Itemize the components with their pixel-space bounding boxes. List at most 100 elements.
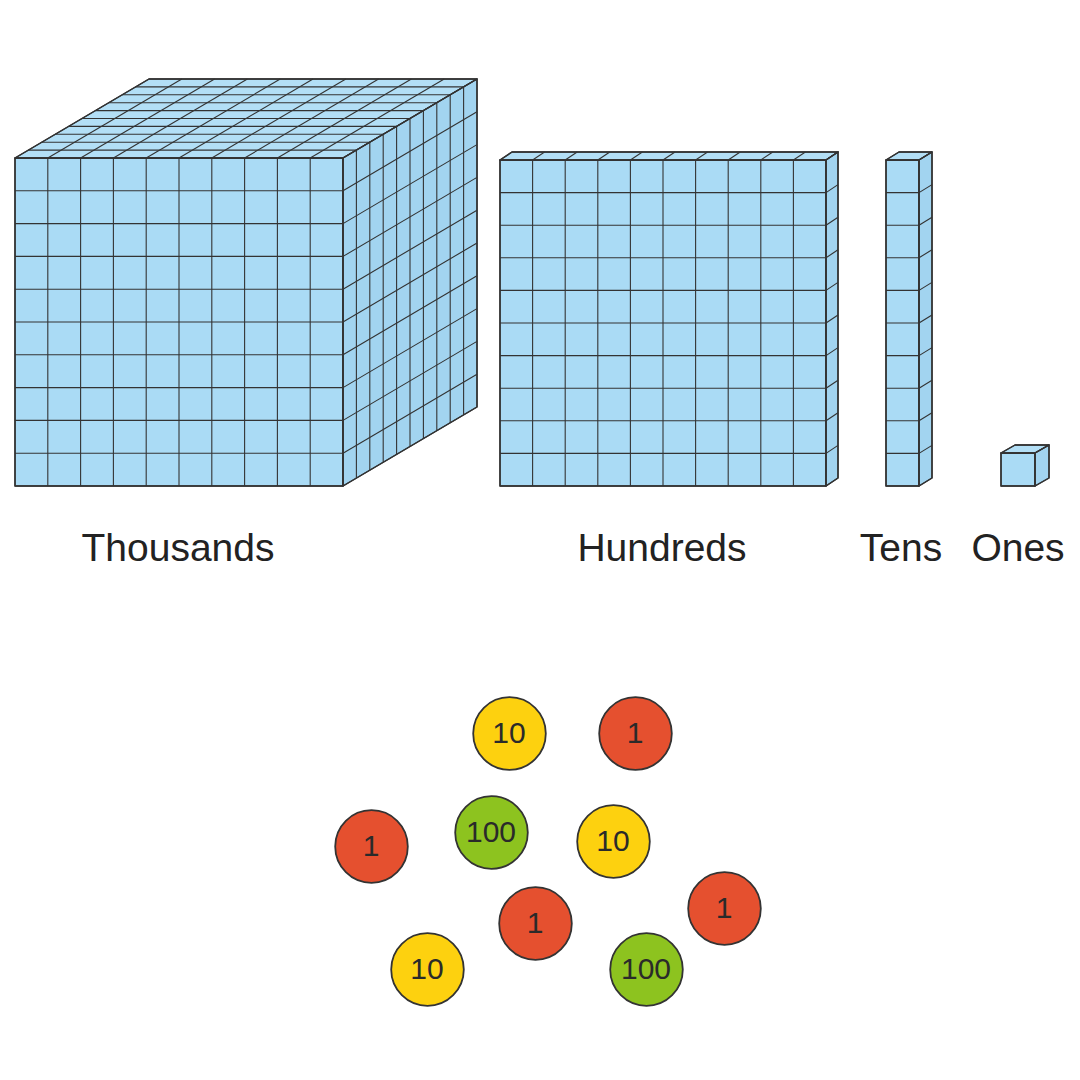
grid-line: [919, 250, 932, 258]
place-value-label: Thousands: [82, 528, 275, 567]
disc-shape: [455, 796, 528, 869]
block-outline: [500, 152, 838, 160]
grid-line: [533, 152, 545, 160]
grid-line: [826, 413, 838, 421]
grid-line: [886, 388, 919, 389]
block-outline: [343, 79, 477, 486]
disc-shape: [688, 872, 761, 945]
grid-line: [500, 257, 826, 258]
grid-line: [919, 217, 932, 225]
block-outline: [886, 160, 919, 486]
one-cube: [1001, 445, 1049, 486]
grid-line: [919, 282, 932, 290]
grid-line: [886, 192, 919, 193]
grid-line: [919, 445, 932, 453]
grid-line: [500, 355, 826, 356]
place-value-disc: 1: [598, 696, 673, 771]
grid-line: [15, 190, 343, 191]
grid-line: [15, 420, 343, 421]
grid-line: [500, 420, 826, 421]
grid-line: [343, 210, 477, 289]
grid-line: [15, 256, 343, 257]
disc-shape: [473, 697, 546, 770]
grid-line: [919, 413, 932, 421]
place-value-disc: 100: [454, 795, 529, 870]
place-value-disc: 1: [498, 886, 573, 961]
grid-line: [663, 152, 675, 160]
grid-line: [500, 388, 826, 389]
place-value-disc: 10: [390, 932, 465, 1007]
grid-line: [15, 289, 343, 290]
grid-line: [500, 192, 826, 193]
grid-line: [826, 348, 838, 356]
grid-line: [886, 355, 919, 356]
hundred-flat: [500, 152, 838, 486]
place-value-disc: 10: [576, 804, 651, 879]
grid-line: [343, 309, 477, 388]
grid-line: [136, 86, 464, 87]
grid-line: [500, 453, 826, 454]
disc-shape: [335, 810, 408, 883]
block-outline: [500, 160, 826, 486]
grid-line: [886, 290, 919, 291]
disc-value: 100: [621, 954, 671, 984]
thousand-cube: [15, 79, 477, 486]
grid-line: [826, 282, 838, 290]
block-outline: [1001, 453, 1035, 486]
grid-line: [886, 453, 919, 454]
disc-shape: [391, 933, 464, 1006]
block-outline: [15, 79, 477, 158]
grid-line: [919, 315, 932, 323]
grid-line: [343, 276, 477, 355]
grid-line: [343, 243, 477, 322]
grid-line: [728, 152, 740, 160]
block-outline: [919, 152, 932, 486]
grid-line: [95, 110, 423, 111]
grid-line: [109, 102, 437, 103]
disc-shape: [599, 697, 672, 770]
block-face: [500, 160, 826, 486]
grid-line: [886, 322, 919, 323]
place-value-disc: 1: [687, 871, 762, 946]
grid-line: [82, 118, 410, 119]
grid-line: [69, 126, 397, 127]
disc-shape: [499, 887, 572, 960]
grid-line: [886, 225, 919, 226]
grid-line: [55, 134, 383, 135]
grid-line: [15, 223, 343, 224]
disc-shape: [577, 805, 650, 878]
grid-line: [500, 322, 826, 323]
grid-line: [343, 145, 477, 224]
disc-value: 1: [627, 718, 644, 748]
grid-line: [500, 225, 826, 226]
place-value-disc: 10: [472, 696, 547, 771]
grid-line: [500, 290, 826, 291]
grid-line: [630, 152, 642, 160]
block-outline: [1035, 445, 1049, 486]
block-face: [886, 160, 919, 486]
disc-value: 10: [492, 718, 525, 748]
disc-shape: [610, 933, 683, 1006]
disc-value: 1: [716, 893, 733, 923]
place-value-label: Ones: [971, 528, 1064, 567]
grid-line: [793, 152, 805, 160]
block-face: [1001, 453, 1035, 486]
disc-value: 10: [410, 954, 443, 984]
block-face: [826, 152, 838, 486]
grid-line: [826, 380, 838, 388]
block-face: [1035, 445, 1049, 486]
grid-line: [598, 152, 610, 160]
grid-line: [343, 112, 477, 191]
grid-line: [919, 348, 932, 356]
disc-value: 100: [466, 817, 516, 847]
grid-line: [28, 150, 356, 151]
grid-line: [886, 257, 919, 258]
grid-line: [15, 321, 343, 322]
place-value-label: Tens: [860, 528, 942, 567]
block-outline: [15, 158, 343, 486]
grid-line: [919, 185, 932, 193]
disc-value: 1: [363, 831, 380, 861]
grid-line: [826, 445, 838, 453]
block-face: [500, 152, 838, 160]
grid-line: [15, 387, 343, 388]
